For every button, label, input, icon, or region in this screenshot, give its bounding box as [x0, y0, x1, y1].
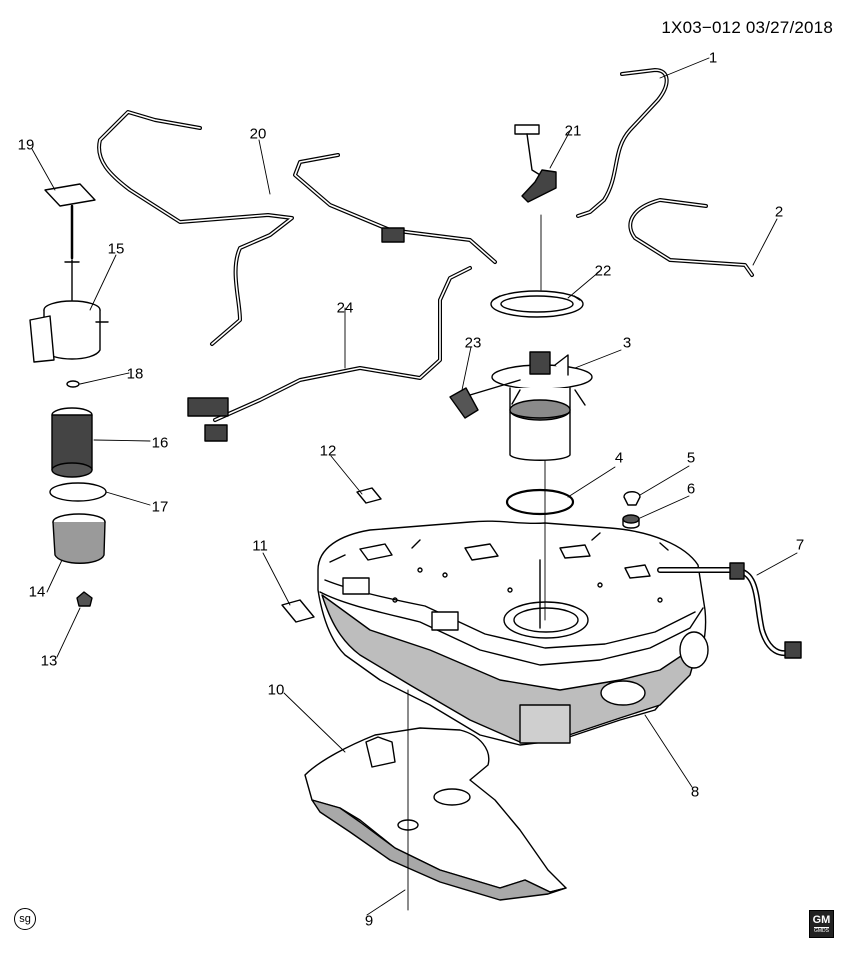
- callout-11: 11: [252, 537, 268, 555]
- callout-14: 14: [28, 583, 46, 601]
- callout-1: 1: [708, 49, 718, 67]
- valve-cap: [623, 491, 641, 506]
- sg-mark: sg: [14, 908, 36, 930]
- fuel-tank: [317, 520, 709, 746]
- callout-23: 23: [464, 334, 482, 352]
- fuel-pipe-20: [97, 110, 294, 346]
- callout-3: 3: [622, 334, 632, 352]
- callout-15: 15: [107, 240, 125, 258]
- diagram-id-date: 1X03−012 03/27/2018: [661, 18, 833, 37]
- fuel-filter-assembly: [29, 183, 109, 607]
- gm-logo: GM GMDS: [809, 910, 834, 938]
- callout-6: 6: [686, 480, 696, 498]
- callout-5: 5: [686, 449, 696, 467]
- fuel-level-sender: [514, 124, 557, 203]
- callout-13: 13: [40, 652, 58, 670]
- callout-4: 4: [614, 449, 624, 467]
- lock-ring: [490, 290, 584, 318]
- callout-24: 24: [336, 299, 354, 317]
- callout-8: 8: [690, 783, 700, 801]
- tank-pad-11: [281, 599, 315, 623]
- callout-2: 2: [774, 203, 784, 221]
- callout-17: 17: [151, 498, 169, 516]
- callout-16: 16: [151, 434, 169, 452]
- callout-18: 18: [126, 365, 144, 383]
- callout-7: 7: [795, 536, 805, 554]
- callout-12: 12: [319, 442, 337, 460]
- gm-logo-text: GM: [812, 914, 831, 926]
- callout-10: 10: [267, 681, 285, 699]
- callout-9: 9: [364, 912, 374, 930]
- callout-22: 22: [594, 262, 612, 280]
- fuel-tank-shield: [304, 727, 567, 901]
- tank-pad-12: [356, 487, 382, 504]
- valve-grommet: [622, 514, 640, 529]
- wiring-harness: [213, 153, 497, 422]
- fuel-pump-module: [491, 351, 593, 461]
- callout-21: 21: [564, 122, 582, 140]
- callout-19: 19: [17, 136, 35, 154]
- pump-seal: [505, 488, 575, 516]
- gm-logo-sub: GMDS: [814, 927, 829, 934]
- pump-connector: [449, 379, 521, 419]
- callout-20: 20: [249, 125, 267, 143]
